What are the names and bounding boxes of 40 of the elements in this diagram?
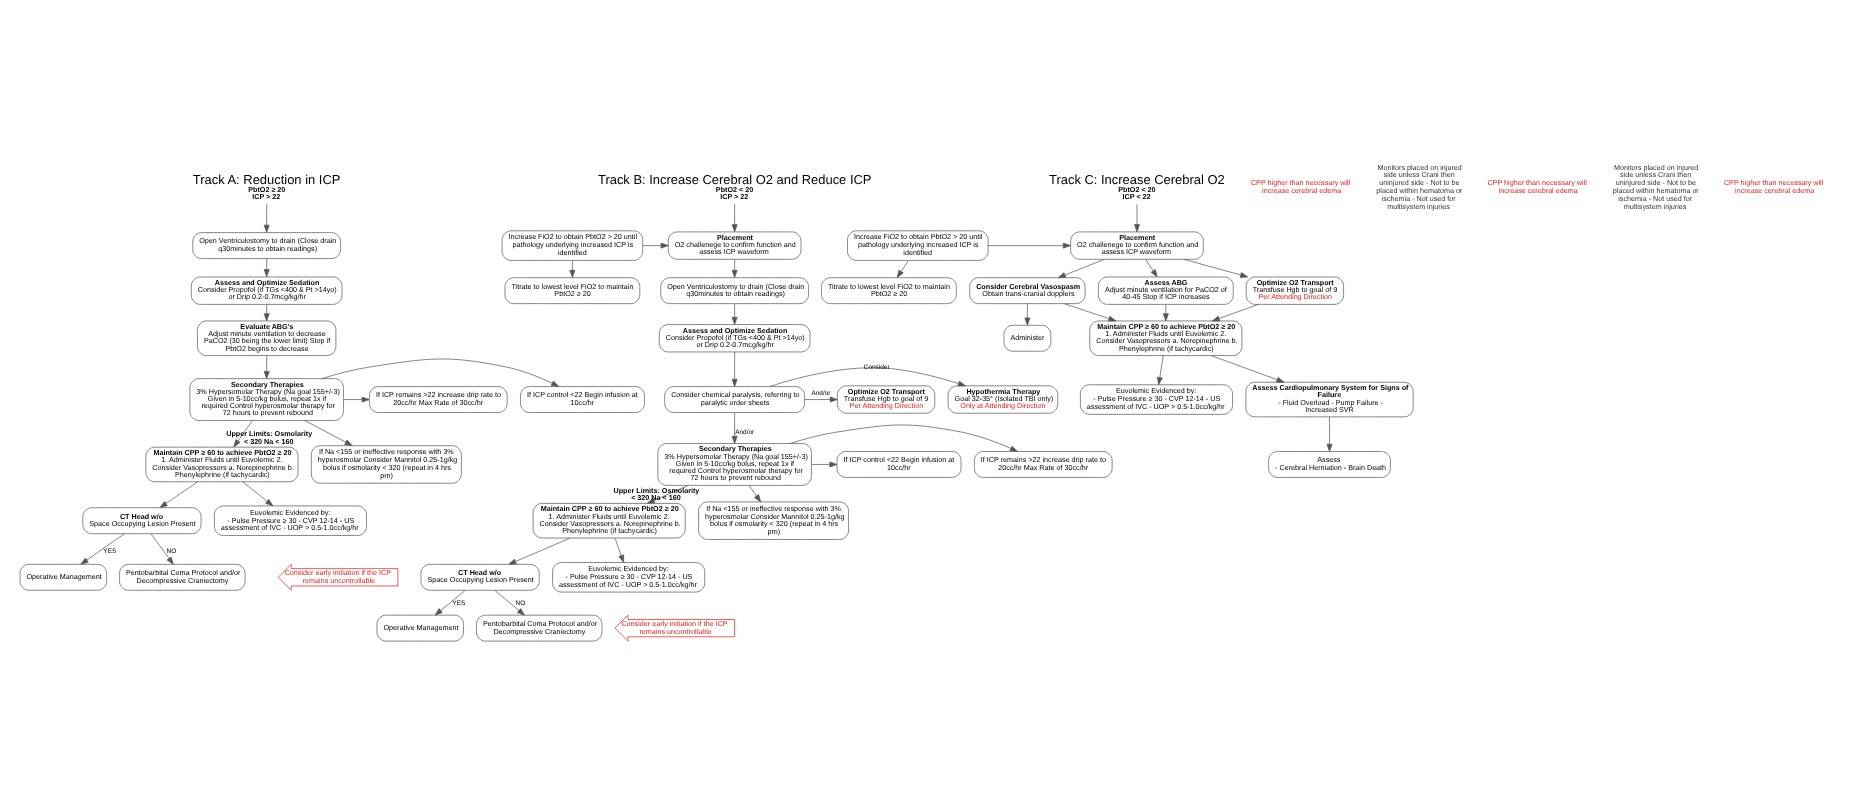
arrow	[896, 260, 909, 278]
arrow	[1024, 303, 1031, 326]
arrow	[804, 396, 838, 403]
arrow	[1145, 259, 1158, 278]
arrow	[731, 303, 738, 325]
arrow	[1210, 355, 1285, 383]
arrow	[731, 259, 738, 278]
arrow	[263, 304, 270, 322]
arrow	[731, 204, 738, 233]
arrow	[150, 533, 174, 565]
arrow	[811, 461, 838, 468]
arrow	[569, 260, 576, 278]
arrow	[80, 533, 125, 565]
arrow	[263, 204, 270, 233]
arrow	[304, 420, 353, 446]
arrow	[1211, 304, 1259, 322]
arrow	[263, 258, 270, 278]
arrow	[1156, 355, 1164, 386]
arrow	[642, 242, 669, 249]
arrow	[1162, 304, 1169, 322]
arrow	[614, 537, 624, 563]
arrow	[242, 481, 274, 507]
arrow	[1183, 259, 1249, 278]
arrow	[321, 358, 560, 387]
arrow	[1063, 303, 1117, 322]
arrow	[987, 242, 1071, 249]
arrow	[1326, 416, 1333, 452]
arrow	[789, 424, 1018, 452]
arrow	[343, 396, 370, 403]
arrow	[434, 590, 466, 616]
arrow	[1057, 259, 1105, 279]
arrow	[748, 485, 762, 503]
arrow	[494, 590, 525, 616]
arrow	[233, 420, 253, 448]
arrow	[159, 481, 199, 508]
arrow	[263, 355, 270, 379]
arrow	[731, 351, 738, 387]
arrow	[1134, 204, 1140, 233]
arrow	[731, 412, 738, 444]
arrow	[769, 367, 966, 387]
